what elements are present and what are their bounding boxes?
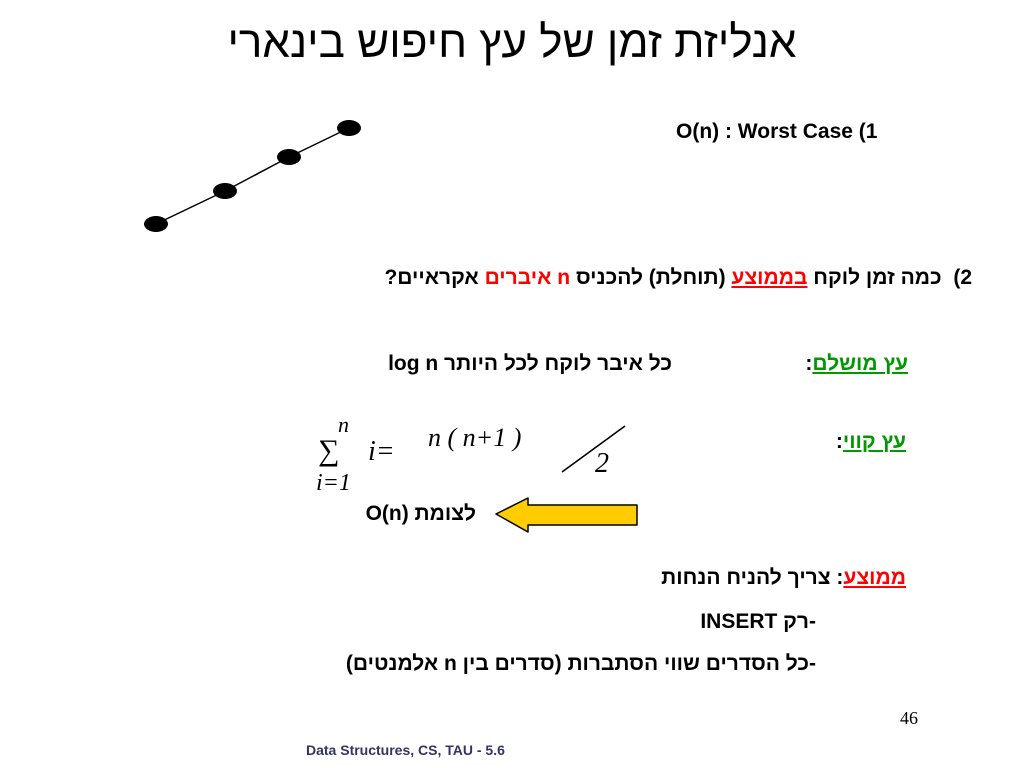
footer-text: Data Structures, CS, TAU - 5.6 — [306, 742, 505, 758]
chain-tree-diagram — [144, 120, 361, 232]
sum-formula: n ∑ i=1 i= n ( n+1 ) 2 — [316, 412, 626, 496]
question-part2: (תוחלת) להכניס — [575, 266, 726, 289]
formula-term: i= — [368, 436, 395, 467]
full-tree-colon: : — [805, 352, 813, 375]
full-tree-text: כל איבר לוקח לכל היותר log n — [388, 352, 672, 375]
formula-numerator: n ( n+1 ) — [428, 423, 521, 452]
formula-fraction-slash — [561, 425, 626, 473]
question-average-word: בממוצע — [731, 266, 808, 289]
chain-node-cost: O(n) לצומת — [365, 502, 476, 525]
full-tree-label-text: עץ מושלם — [812, 352, 908, 375]
question-part3: אקראיים? — [384, 266, 479, 289]
page-number: 46 — [900, 708, 918, 728]
chain-node — [337, 120, 361, 136]
chain-edge — [155, 190, 226, 225]
left-arrow-icon — [495, 497, 638, 533]
chain-edge — [224, 156, 290, 192]
chain-node — [213, 183, 237, 199]
insert-only-line: -רק INSERT — [700, 610, 816, 633]
equal-orders-line: -כל הסדרים שווי הסתברות (סדרים בין n אלמ… — [345, 652, 816, 675]
formula-sum-bottom: i=1 — [316, 470, 351, 496]
chain-node — [277, 149, 301, 165]
formula-sum-top: n — [338, 412, 349, 437]
linear-tree-colon: : — [835, 430, 843, 453]
question-part1: כמה זמן לוקח — [813, 266, 942, 289]
average-text: צריך להניח הנחות — [661, 566, 831, 589]
formula-sum-symbol: ∑ — [318, 434, 339, 467]
full-tree-label: עץ מושלם: — [805, 352, 908, 376]
chain-node — [144, 216, 168, 232]
linear-tree-label-text: עץ קווי — [842, 430, 906, 453]
formula-denominator: 2 — [595, 448, 609, 479]
question-line: 2) כמה זמן לוקח בממוצע (תוחלת) להכניס n … — [384, 266, 972, 290]
average-colon: : — [836, 566, 844, 589]
question-number: 2) — [953, 266, 972, 289]
slide-title: אנליזת זמן של עץ חיפוש בינארי — [227, 18, 797, 67]
worst-case-line: O(n) : Worst Case (1 — [676, 120, 878, 143]
linear-tree-label: עץ קווי: — [836, 430, 906, 454]
average-label: ממוצע: צריך להניח הנחות — [661, 566, 906, 590]
question-n-elements: n איברים — [484, 266, 571, 289]
chain-edge — [288, 127, 350, 158]
average-label-text: ממוצע — [843, 566, 906, 589]
